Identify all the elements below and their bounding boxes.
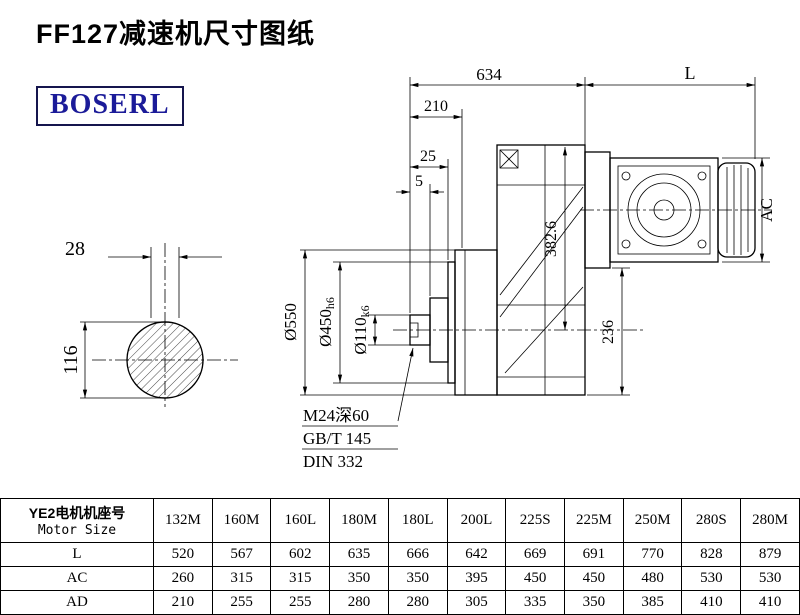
- page-title: FF127减速机尺寸图纸: [36, 19, 316, 49]
- dim-label-5: 5: [415, 173, 423, 190]
- dim-label-110k6: Ø110k6: [351, 305, 372, 354]
- dimension-value: 666: [387, 542, 448, 567]
- dimension-value: 691: [564, 542, 624, 567]
- gearbox-side-view: [393, 144, 645, 396]
- dimension-value: 480: [622, 566, 683, 591]
- output-flange: [454, 249, 498, 396]
- gear-housing: [496, 144, 586, 396]
- tap-note: M24深60: [303, 406, 369, 425]
- row-label: AD: [0, 590, 154, 615]
- dimension-value: 335: [505, 590, 566, 615]
- technical-drawing: 28 116: [60, 63, 776, 471]
- dimension-value: 260: [153, 566, 213, 591]
- dimension-value: 350: [387, 566, 448, 591]
- row-label: AC: [0, 566, 154, 591]
- dimension-value: 770: [622, 542, 683, 567]
- dim-label-AC: AC: [757, 198, 776, 222]
- dim-label-28: 28: [65, 238, 85, 260]
- dimension-value: 567: [211, 542, 272, 567]
- frame-column-header: 225S: [505, 498, 566, 543]
- dim-116: 116: [60, 322, 88, 398]
- dimension-value: 530: [681, 566, 742, 591]
- dimensions: 634 L 210 25 5 AC Ø550: [281, 63, 776, 396]
- dimension-value: 395: [446, 566, 507, 591]
- dimension-value: 385: [622, 590, 683, 615]
- dimension-value: 635: [329, 542, 389, 567]
- dim-label-L: L: [685, 63, 696, 83]
- dimension-value: 280: [387, 590, 448, 615]
- breather-plug: [499, 149, 519, 169]
- frame-column-header: 180L: [387, 498, 448, 543]
- dimension-value: 410: [681, 590, 742, 615]
- standard-note-1: GB/T 145: [303, 429, 371, 448]
- dimension-value: 530: [740, 566, 800, 591]
- dim-label-550: Ø550: [281, 303, 300, 341]
- frame-column-header: 280S: [681, 498, 742, 543]
- frame-column-header: 180M: [329, 498, 389, 543]
- thread-note: M24深60 GB/T 145 DIN 332: [302, 347, 414, 471]
- fan-cover: [717, 162, 756, 258]
- shaft-end-view: 28 116: [60, 238, 238, 407]
- dimension-value: 450: [505, 566, 566, 591]
- frame-column-header: 160L: [270, 498, 331, 543]
- dimension-value: 410: [740, 590, 800, 615]
- brand-logo: BOSERL: [36, 86, 184, 126]
- dimension-value: 828: [681, 542, 742, 567]
- dimension-value: 350: [564, 590, 624, 615]
- row-label: L: [0, 542, 154, 567]
- dim-28: 28: [65, 238, 222, 318]
- frame-column-header: 280M: [740, 498, 800, 543]
- dim-label-25: 25: [420, 148, 436, 165]
- dimension-value: 642: [446, 542, 507, 567]
- frame-column-header: 160M: [211, 498, 272, 543]
- dimension-value: 315: [211, 566, 272, 591]
- dim-label-382: 382.6: [543, 221, 560, 257]
- dimension-value: 255: [270, 590, 331, 615]
- dimension-value: 350: [329, 566, 389, 591]
- dim-label-634: 634: [476, 65, 502, 84]
- dimension-value: 210: [153, 590, 213, 615]
- dimension-value: 879: [740, 542, 800, 567]
- dimension-value: 315: [270, 566, 331, 591]
- dimension-value: 669: [505, 542, 566, 567]
- dim-label-236: 236: [600, 320, 617, 344]
- frame-column-header: 225M: [564, 498, 624, 543]
- dim-label-116: 116: [60, 345, 82, 374]
- standard-note-2: DIN 332: [303, 452, 363, 471]
- dimension-value: 305: [446, 590, 507, 615]
- frame-column-header: 250M: [622, 498, 683, 543]
- dimension-value: 602: [270, 542, 331, 567]
- dimension-value: 450: [564, 566, 624, 591]
- dim-label-450h6: Ø450h6: [316, 297, 337, 347]
- dimension-value: 280: [329, 590, 389, 615]
- brand-logo-text: BOSERL: [50, 89, 170, 120]
- frame-column-header: 200L: [446, 498, 507, 543]
- dimension-value: 520: [153, 542, 213, 567]
- flange-spigot: [447, 261, 456, 384]
- dim-label-210: 210: [424, 98, 448, 115]
- motor: [580, 151, 772, 269]
- dimension-value: 255: [211, 590, 272, 615]
- frame-column-header: 132M: [153, 498, 213, 543]
